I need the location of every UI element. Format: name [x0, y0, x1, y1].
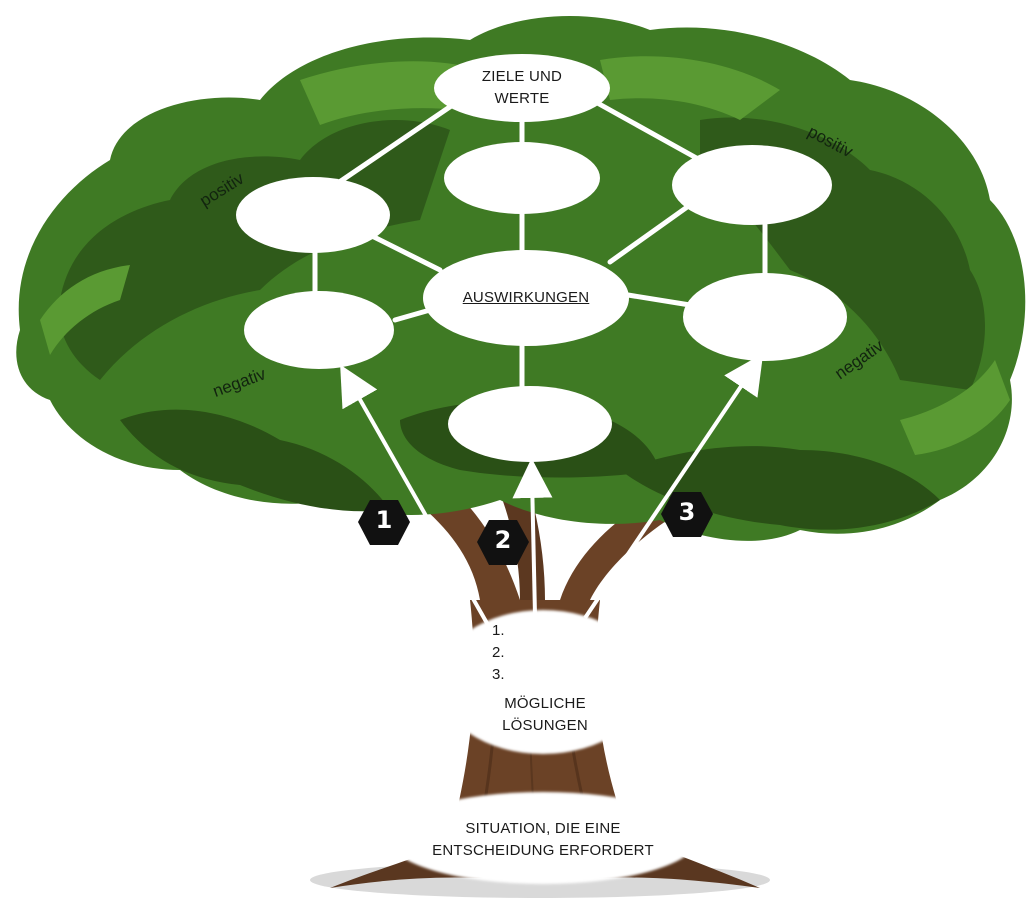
branch-number-1: 1	[375, 506, 393, 534]
node-impacts	[423, 250, 629, 346]
solution-arrows	[340, 353, 764, 626]
impacts-text: AUSWIRKUNGEN	[462, 289, 590, 306]
situation-label: SITUATION, DIE EINE ENTSCHEIDUNG ERFORDE…	[418, 818, 668, 862]
possible-solutions-line1: MÖGLICHE	[504, 695, 586, 712]
goals-values-label: ZIELE UND WERTE	[452, 66, 592, 110]
diagram-nodes	[236, 54, 847, 884]
node-negative-left	[244, 291, 394, 369]
solution-item-1: 1.	[492, 622, 505, 639]
solution-item-2: 2.	[492, 644, 505, 661]
branch-badges	[358, 492, 713, 565]
situation-line1: SITUATION, DIE EINE	[465, 820, 621, 837]
node-possible-solutions	[438, 610, 648, 754]
badge-2	[477, 520, 529, 565]
situation-line2: ENTSCHEIDUNG ERFORDERT	[432, 842, 654, 859]
badge-1	[358, 500, 410, 545]
node-positive-right	[672, 145, 832, 225]
impacts-label: AUSWIRKUNGEN	[440, 287, 612, 309]
node-situation	[388, 792, 698, 884]
possible-solutions-line2: LÖSUNGEN	[502, 717, 588, 734]
node-center-bottom	[448, 386, 612, 462]
node-positive-left	[236, 177, 390, 253]
branch-number-3: 3	[678, 498, 696, 526]
branch-number-2: 2	[494, 526, 512, 554]
badge-3	[661, 492, 713, 537]
node-negative-right	[683, 273, 847, 361]
connectors	[312, 97, 768, 393]
solution-item-3: 3.	[492, 666, 505, 683]
goals-values-line2: WERTE	[494, 90, 550, 107]
node-goals-values	[434, 54, 610, 122]
solutions-list: 1. 2. 3.	[492, 620, 505, 686]
possible-solutions-label: MÖGLICHE LÖSUNGEN	[470, 693, 620, 737]
goals-values-line1: ZIELE UND	[481, 68, 563, 85]
node-center-top	[444, 142, 600, 214]
